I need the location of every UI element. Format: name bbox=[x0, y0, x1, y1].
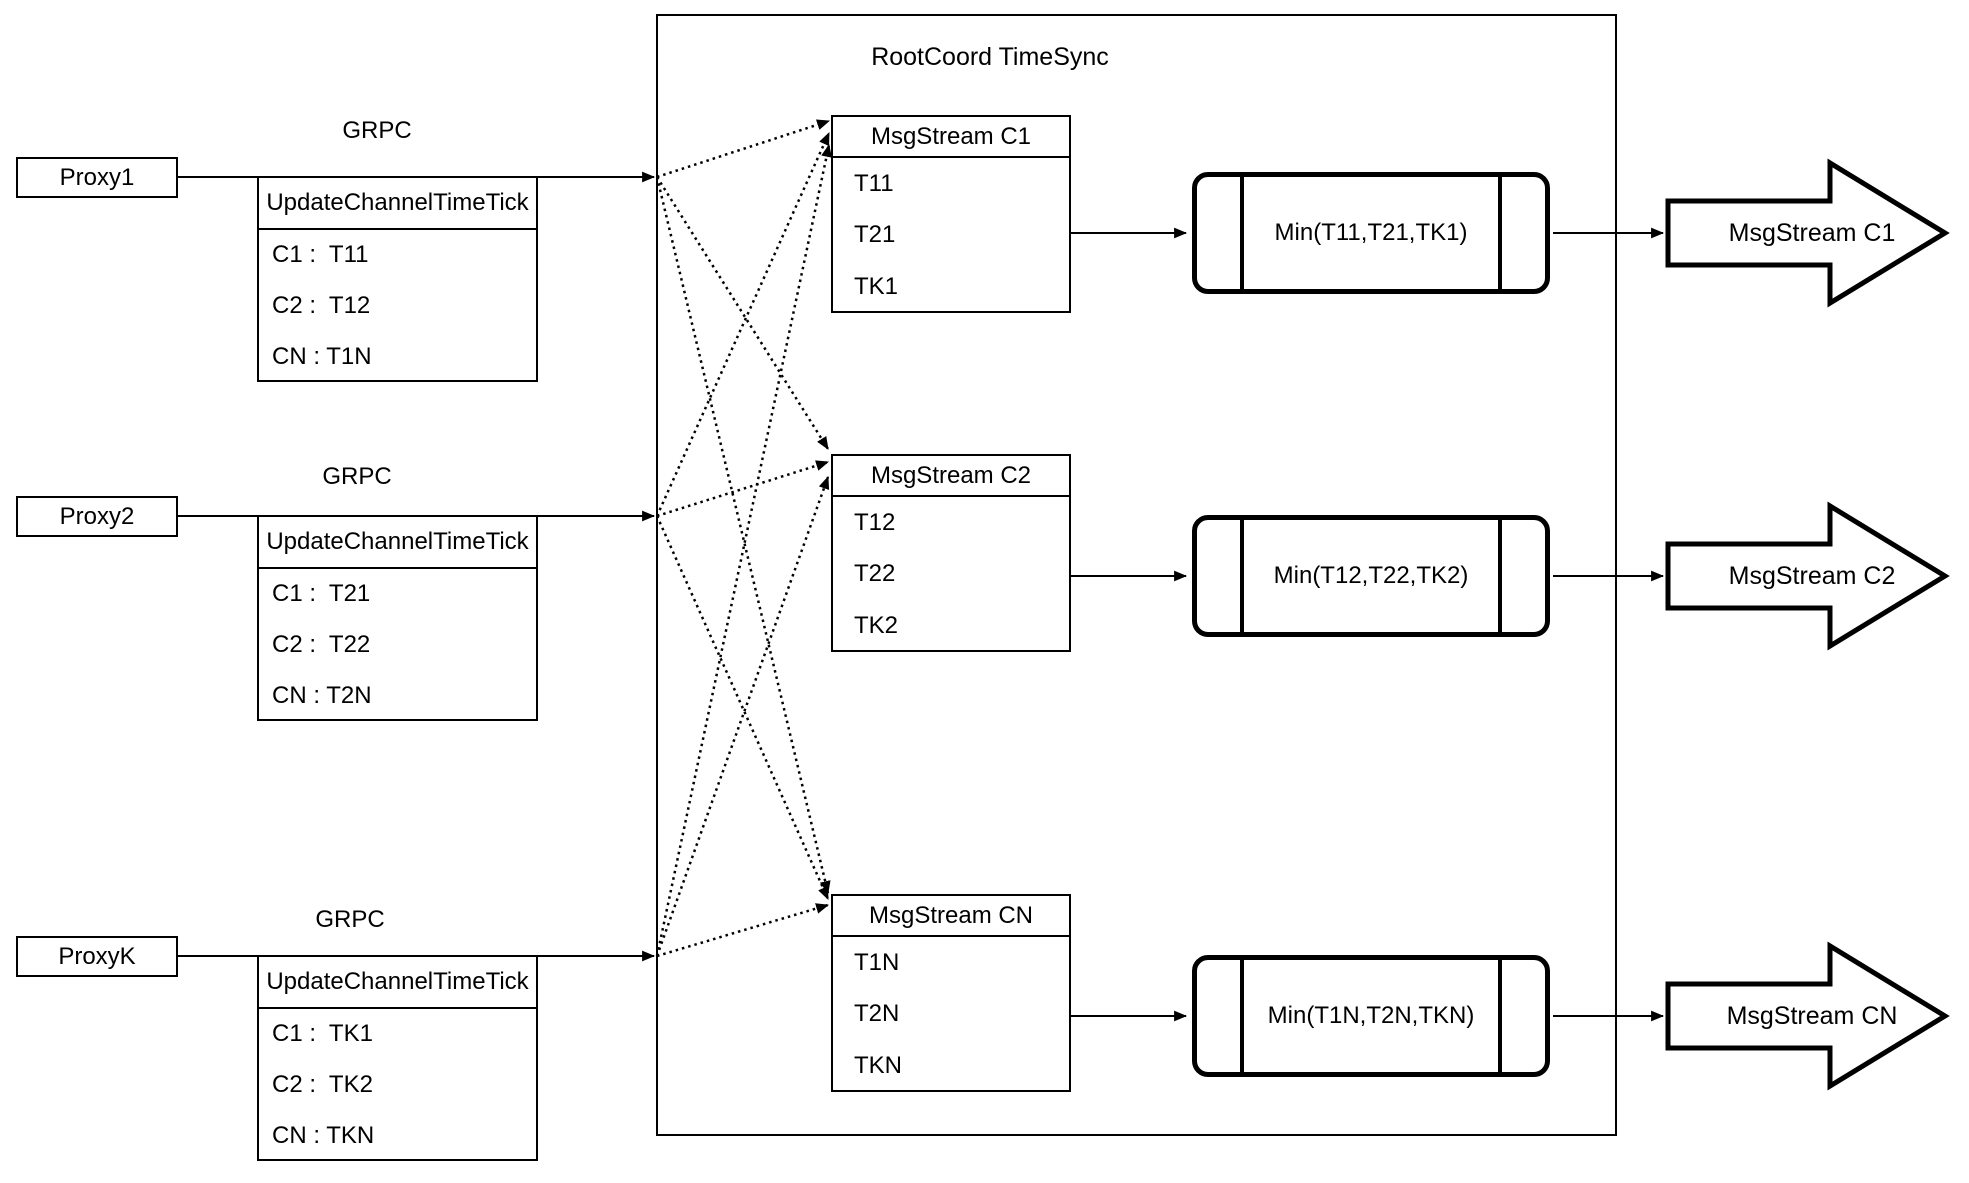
output-arrow-c2-shape bbox=[1665, 501, 1950, 651]
flow-proxy2-to-stream-cn bbox=[655, 515, 830, 900]
tick-row: TKN bbox=[854, 1052, 902, 1080]
proxy1-message-table: UpdateChannelTimeTick C1 : T11 C2 : T12 … bbox=[257, 176, 538, 382]
flow-proxyk-to-stream-c2 bbox=[655, 475, 830, 957]
min-c2-node: Min(T12,T22,TK2) bbox=[1192, 515, 1550, 637]
output-arrow-c2-label: MsgStream C2 bbox=[1728, 562, 1896, 590]
tick-row: T11 bbox=[854, 169, 894, 197]
proxy2-node: Proxy2 bbox=[16, 496, 178, 537]
proxy2-grpc-label: GRPC bbox=[322, 463, 392, 490]
stream-cn-header: MsgStream CN bbox=[833, 896, 1069, 937]
tick-row: TK1 bbox=[854, 273, 899, 301]
proxy1-label: Proxy1 bbox=[59, 163, 135, 191]
flow-proxy1-to-stream-cn bbox=[655, 176, 831, 895]
message-row: C2 : T12 bbox=[272, 291, 371, 319]
tick-row: T2N bbox=[854, 1000, 900, 1028]
message-row: C1 : T21 bbox=[272, 580, 371, 608]
proxy1-grpc-label: GRPC bbox=[342, 117, 412, 144]
stream-cn-body: T1N T2N TKN bbox=[833, 937, 1069, 1092]
message-row: C2 : T22 bbox=[272, 630, 371, 658]
stream-c1-body: T11 T21 TK1 bbox=[833, 158, 1069, 313]
output-arrow-c1-label: MsgStream C1 bbox=[1728, 219, 1896, 247]
proxyk-node: ProxyK bbox=[16, 936, 178, 977]
output-arrow-cn-label: MsgStream CN bbox=[1726, 1002, 1898, 1030]
tick-row: T22 bbox=[854, 560, 896, 588]
flow-proxy1-to-stream-c1 bbox=[656, 119, 831, 179]
tick-row: T1N bbox=[854, 948, 900, 976]
proxy2-label: Proxy2 bbox=[59, 502, 135, 530]
message-row: C1 : TK1 bbox=[272, 1020, 373, 1048]
min-cn-node: Min(T1N,T2N,TKN) bbox=[1192, 955, 1550, 1077]
min-c1-label: Min(T11,T21,TK1) bbox=[1274, 219, 1468, 246]
output-arrow-cn-shape bbox=[1665, 941, 1950, 1091]
tick-row: TK2 bbox=[854, 612, 899, 640]
flow-proxy1-to-stream-c2 bbox=[655, 176, 830, 450]
proxy2-message-table: UpdateChannelTimeTick C1 : T21 C2 : T22 … bbox=[257, 515, 538, 721]
rootcoord-timesync-title: RootCoord TimeSync bbox=[871, 43, 1109, 71]
proxy1-node: Proxy1 bbox=[16, 157, 178, 198]
message-row: CN : TKN bbox=[272, 1121, 375, 1149]
stream-cn-table: MsgStream CN T1N T2N TKN bbox=[831, 894, 1071, 1092]
stream-c2-header: MsgStream C2 bbox=[833, 456, 1069, 497]
message-row: C2 : TK2 bbox=[272, 1070, 373, 1098]
proxyk-grpc-label: GRPC bbox=[315, 906, 385, 933]
proxy2-message-header: UpdateChannelTimeTick bbox=[259, 517, 536, 569]
proxyk-message-table: UpdateChannelTimeTick C1 : TK1 C2 : TK2 … bbox=[257, 955, 538, 1161]
proxy1-message-body: C1 : T11 C2 : T12 CN : T1N bbox=[259, 230, 536, 382]
stream-c2-table: MsgStream C2 T12 T22 TK2 bbox=[831, 454, 1071, 652]
tick-row: T21 bbox=[854, 221, 896, 249]
proxyk-message-header: UpdateChannelTimeTick bbox=[259, 957, 536, 1009]
message-row: C1 : T11 bbox=[272, 241, 369, 269]
tick-row: T12 bbox=[854, 508, 896, 536]
flow-proxy2-to-stream-c1 bbox=[655, 132, 831, 517]
proxyk-message-body: C1 : TK1 C2 : TK2 CN : TKN bbox=[259, 1009, 536, 1161]
proxyk-label: ProxyK bbox=[58, 942, 136, 970]
stream-c1-table: MsgStream C1 T11 T21 TK1 bbox=[831, 115, 1071, 313]
stream-c2-body: T12 T22 TK2 bbox=[833, 497, 1069, 652]
min-c1-node: Min(T11,T21,TK1) bbox=[1192, 172, 1550, 294]
rootcoord-timesync-box bbox=[656, 14, 1617, 1136]
min-c2-label: Min(T12,T22,TK2) bbox=[1273, 562, 1469, 589]
stream-c1-header: MsgStream C1 bbox=[833, 117, 1069, 158]
min-cn-label: Min(T1N,T2N,TKN) bbox=[1267, 1002, 1475, 1029]
proxy1-message-header: UpdateChannelTimeTick bbox=[259, 178, 536, 230]
message-row: CN : T2N bbox=[272, 681, 372, 709]
message-row: CN : T1N bbox=[272, 342, 372, 370]
proxy2-message-body: C1 : T21 C2 : T22 CN : T2N bbox=[259, 569, 536, 721]
output-arrow-c1-shape bbox=[1665, 158, 1950, 308]
flow-proxyk-to-stream-c1 bbox=[655, 143, 832, 957]
